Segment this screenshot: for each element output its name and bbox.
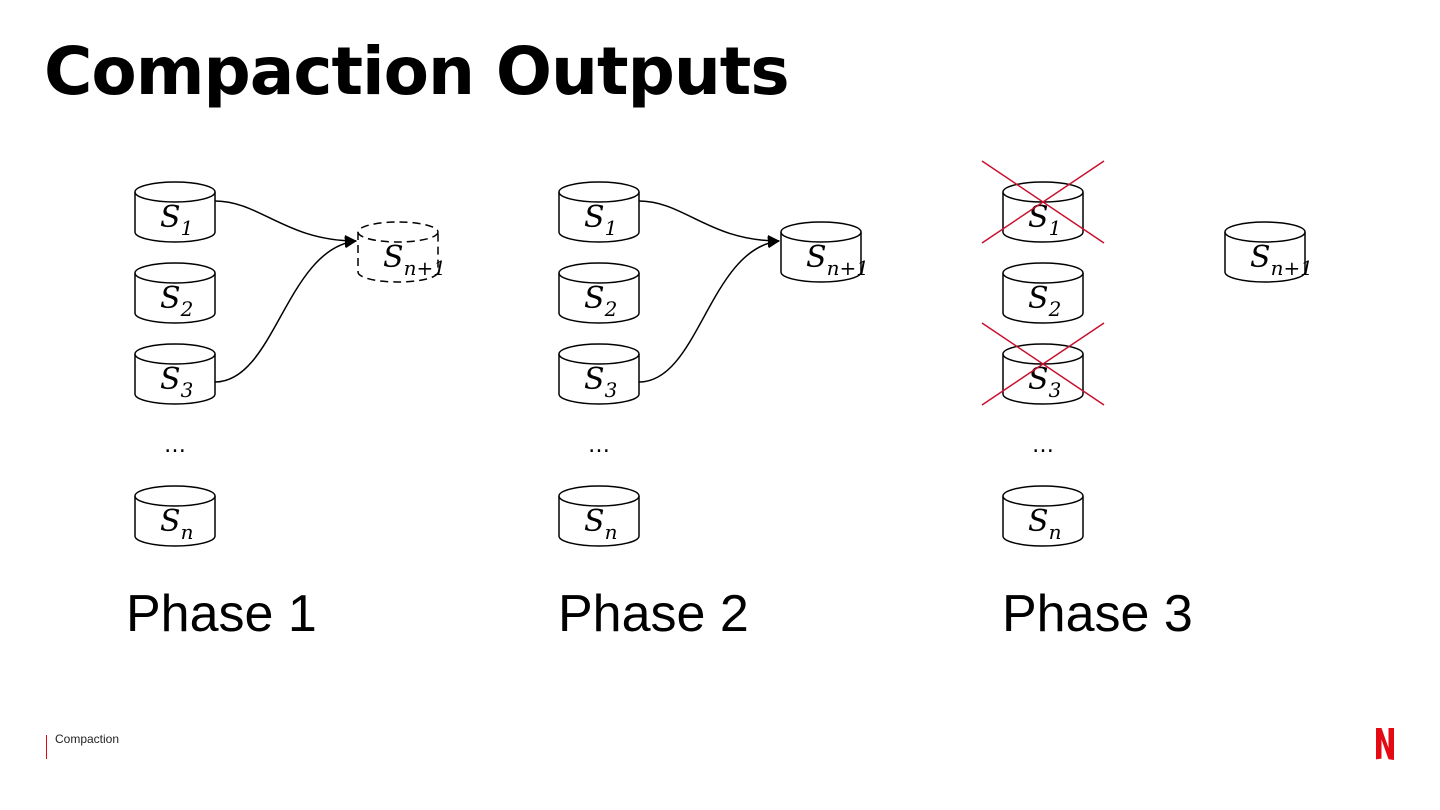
phase-1-merge-arrow-from-s3 [214,236,357,383]
segment-label: S3 [584,362,617,402]
phase-1-segment-n-cylinder: Sn [134,485,216,547]
segment-label: S3 [160,362,193,402]
phase-1-segment-1-cylinder: S1 [134,181,216,243]
phase-2-segment-2-cylinder: S2 [558,262,640,324]
phase-2-label: Phase 2 [558,585,749,643]
phase-2-merge-arrow-from-s3 [638,236,780,383]
segment-label: Sn+1 [383,240,446,280]
phase-3-segment-n-cylinder: Sn [1002,485,1084,547]
phase-2-segment-3-cylinder: S3 [558,343,640,405]
segment-label: Sn [160,504,193,544]
phase-2-ellipsis: … [588,433,610,458]
segment-label: Sn+1 [1250,240,1313,280]
phase-3-ellipsis: … [1032,433,1054,458]
segment-label: Sn+1 [806,240,869,280]
footer-section-label: Compaction [55,732,120,746]
phase-2-segment-n-cylinder: Sn [558,485,640,547]
footer-accent-bar [46,735,47,759]
phase-1-output-segment-cylinder: Sn+1 [357,221,446,283]
segment-label: Sn [1028,504,1061,544]
phase-1-label: Phase 1 [126,585,317,643]
phase-2-merge-arrow-from-s1 [638,200,780,247]
segment-label: Sn [584,504,617,544]
phase-3-segment-2-cylinder: S2 [1002,262,1084,324]
netflix-n-logo-icon [1376,728,1394,760]
phase-3-segment-3-removed-cross [981,322,1105,406]
phase-3-label: Phase 3 [1002,585,1193,643]
phase-3-segment-1-cylinder: S1 [1002,181,1084,243]
phase-3-segment-1-removed-cross [981,160,1105,244]
segment-label: S1 [584,200,617,240]
phase-1-segment-3-cylinder: S3 [134,343,216,405]
phase-2-segment-1-cylinder: S1 [558,181,640,243]
phase-3-output-segment-cylinder: Sn+1 [1224,221,1313,283]
phase-1-ellipsis: … [164,433,186,458]
phase-1-segment-2-cylinder: S2 [134,262,216,324]
phase-1-merge-arrow-from-s1 [214,200,357,247]
phase-3-segment-3-cylinder: S3 [1002,343,1084,405]
segment-label: S1 [160,200,193,240]
segment-label: S2 [160,281,193,321]
segment-label: S2 [1028,281,1061,321]
segment-label: S2 [584,281,617,321]
page-title: Compaction Outputs [44,33,790,110]
phase-2-output-segment-cylinder: Sn+1 [780,221,869,283]
